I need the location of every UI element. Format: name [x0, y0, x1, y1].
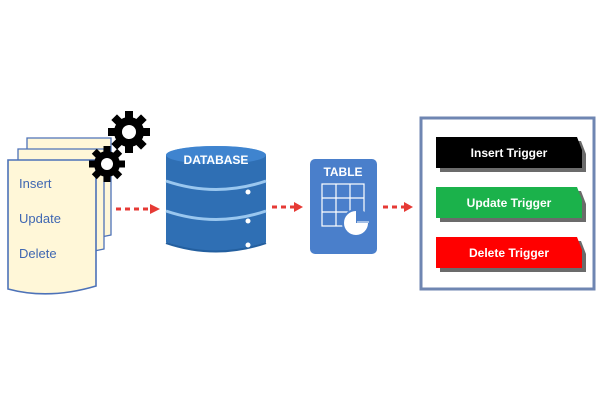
document-stack: Insert Update Delete	[7, 137, 112, 295]
gear-icon	[89, 146, 125, 182]
delete-trigger-box	[436, 237, 582, 268]
table-icon: TABLE	[310, 159, 377, 254]
flow-arrow-3	[383, 202, 413, 212]
delete-trigger-label: Delete Trigger	[469, 246, 549, 260]
document-item-delete: Delete	[19, 246, 57, 261]
document-front	[7, 159, 97, 295]
flow-arrow-1	[116, 204, 160, 214]
document-item-update: Update	[19, 211, 61, 226]
database-icon: DATABASE	[165, 146, 267, 253]
database-label: DATABASE	[184, 153, 249, 167]
update-trigger-label: Update Trigger	[467, 196, 552, 210]
document-item-insert: Insert	[19, 176, 52, 191]
insert-trigger-box	[436, 137, 582, 168]
pie-chart-icon	[342, 209, 370, 237]
table-label: TABLE	[323, 165, 362, 179]
update-trigger-box	[436, 187, 582, 218]
insert-trigger-label: Insert Trigger	[471, 146, 548, 160]
gear-icon	[108, 111, 150, 153]
flow-arrow-2	[272, 202, 303, 212]
trigger-panel: Insert Trigger Update Trigger Delete Tri…	[419, 116, 596, 291]
